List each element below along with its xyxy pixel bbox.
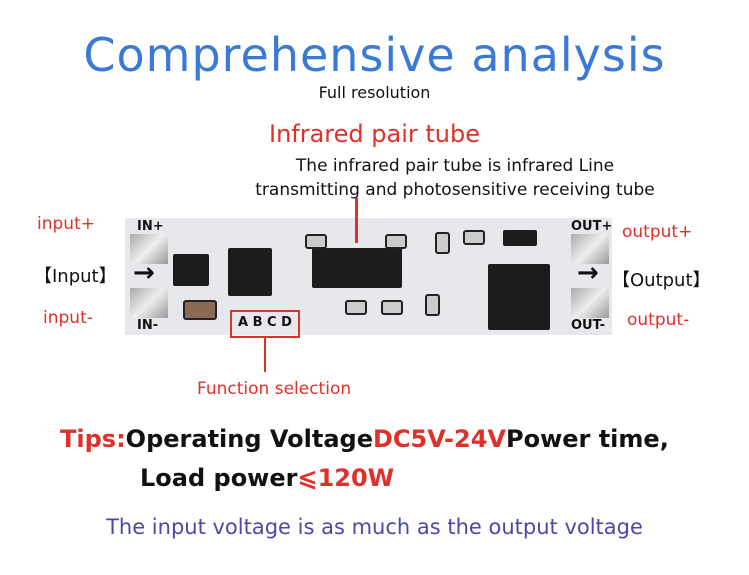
- output-plus-label: output+: [622, 222, 693, 242]
- output-label: 【Output】: [612, 270, 711, 291]
- ir-desc-line: transmitting and photosensitive receivin…: [255, 180, 655, 200]
- capacitor: [183, 300, 217, 320]
- tips-text: Power time,: [505, 425, 669, 453]
- in-minus-pad: [130, 288, 168, 318]
- in-plus-pad: [130, 234, 168, 264]
- ir-pair-tube: [312, 248, 402, 288]
- page-title: Comprehensive analysis: [83, 28, 666, 82]
- mosfet: [488, 264, 550, 330]
- resistor: [345, 300, 367, 315]
- input-label: 【Input】: [34, 266, 117, 287]
- ir-desc-line: The infrared pair tube is infrared Line: [295, 156, 615, 176]
- resistor: [385, 234, 407, 249]
- in-minus-label: IN-: [137, 318, 159, 333]
- resistor: [435, 232, 450, 254]
- subtitle: Full resolution: [318, 83, 431, 102]
- out-minus-pad: [571, 288, 609, 318]
- pin-labels: A B C D: [238, 315, 292, 330]
- out-plus-pad: [571, 234, 609, 264]
- input-plus-label: input+: [37, 214, 95, 234]
- arrow-icon: →: [577, 258, 599, 288]
- tips-line-1: Tips:Operating VoltageDC5V-24VPower time…: [60, 425, 669, 453]
- tips-prefix: Tips:: [60, 425, 126, 453]
- out-plus-label: OUT+: [571, 219, 613, 234]
- tips-line-2: Load power⩽120W: [140, 464, 394, 492]
- pcb-board: IN+ IN- → A B C D OUT+ OUT- →: [125, 218, 612, 335]
- ic-chip: [228, 248, 272, 296]
- input-minus-label: input-: [43, 308, 93, 328]
- voltage: DC5V-24V: [372, 425, 506, 453]
- resistor: [381, 300, 403, 315]
- arrow-icon: →: [133, 258, 155, 288]
- tips-text: Operating Voltage: [125, 425, 373, 453]
- bottom-note: The input voltage is as much as the outp…: [106, 515, 643, 539]
- in-plus-label: IN+: [137, 219, 164, 234]
- tips-text: Load power: [140, 464, 298, 492]
- ir-title: Infrared pair tube: [268, 120, 480, 148]
- pointer-line: [264, 337, 266, 372]
- out-minus-label: OUT-: [571, 318, 605, 333]
- function-box: [230, 310, 300, 312]
- diode: [503, 230, 537, 246]
- resistor: [425, 294, 440, 316]
- ir-description: The infrared pair tube is infrared Line t…: [200, 154, 710, 202]
- load-power: ⩽120W: [297, 464, 395, 492]
- regulator-chip: [173, 254, 209, 286]
- function-selection-label: Function selection: [197, 379, 352, 399]
- resistor: [305, 234, 327, 249]
- resistor: [463, 230, 485, 245]
- output-minus-label: output-: [627, 310, 690, 330]
- pointer-line: [355, 198, 358, 243]
- function-box: [230, 310, 232, 337]
- function-box: [298, 310, 300, 337]
